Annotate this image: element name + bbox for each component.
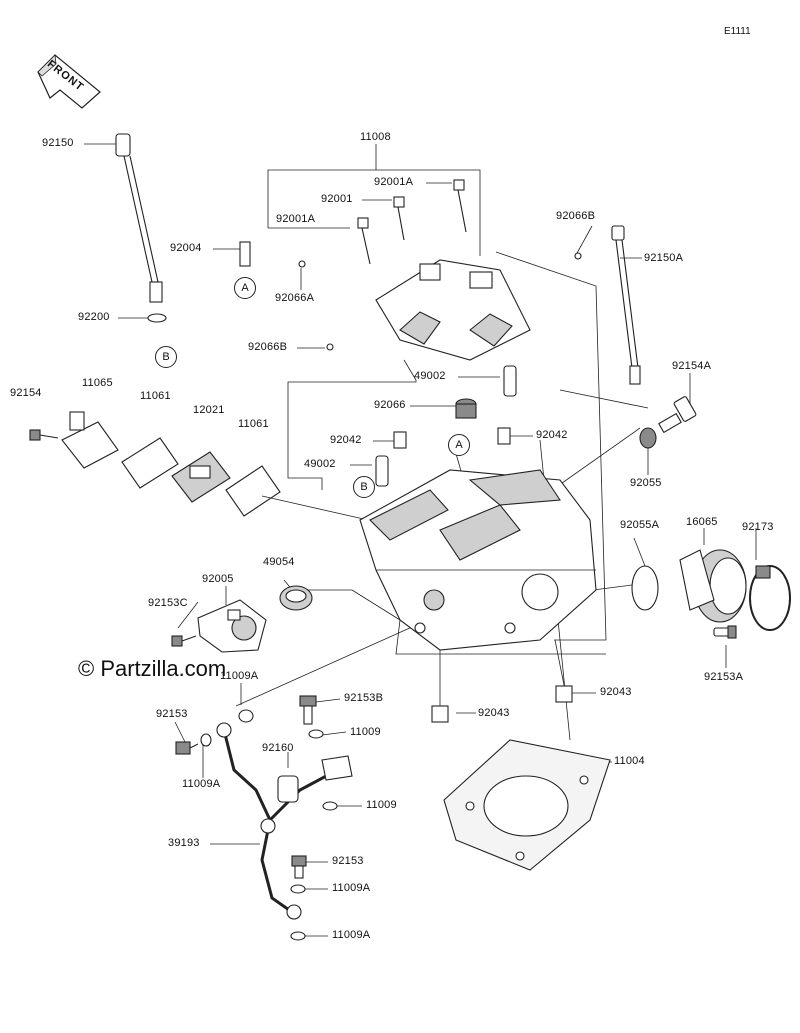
part-label-11009-a: 11009 [350, 726, 381, 738]
part-label-92043-right: 92043 [600, 686, 632, 698]
part-label-92055A: 92055A [620, 519, 660, 531]
diagram-code: E1111 [724, 26, 751, 37]
part-label-11009A-top: 11009A [220, 670, 259, 682]
part-label-39193: 39193 [168, 837, 200, 849]
part-label-11009A-left: 11009A [182, 778, 221, 790]
part-label-12021: 12021 [193, 404, 225, 416]
part-label-11061-a: 11061 [140, 390, 171, 402]
part-label-11004: 11004 [614, 755, 645, 767]
dowel-92066B-top [574, 252, 582, 260]
gasket-11061-a [121, 437, 179, 489]
camshaft-cap-11008 [375, 259, 531, 361]
long-bolt-92150 [115, 133, 163, 303]
dowel-92042-left [393, 431, 407, 449]
part-label-11009A-low: 11009A [332, 882, 371, 894]
part-label-11009-b: 11009 [366, 799, 397, 811]
ref-marker-b-left: B [155, 346, 177, 368]
part-label-92160: 92160 [262, 742, 294, 754]
breather-bolt-92154A [658, 396, 697, 434]
part-label-92055: 92055 [630, 477, 662, 489]
thermostat-cover-92005 [197, 599, 267, 653]
part-label-11065: 11065 [82, 377, 113, 389]
oring-92055 [639, 427, 657, 449]
valve-lifter-49002-mid [375, 455, 389, 487]
part-label-49002-mid: 49002 [304, 458, 336, 470]
part-label-92153B: 92153B [344, 692, 384, 704]
part-label-92153A: 92153A [704, 671, 744, 683]
part-label-92001: 92001 [321, 193, 353, 205]
intake-joint-16065 [679, 549, 747, 623]
dowel-92066A [298, 260, 306, 268]
part-label-92200: 92200 [78, 311, 110, 323]
bolt-92153C [171, 635, 197, 647]
front-arrow-icon [37, 54, 101, 109]
long-bolt-92150A [611, 225, 641, 385]
gasket-11061-b [225, 465, 281, 517]
part-label-92005: 92005 [202, 573, 234, 585]
banjo-bolt-92153B [299, 695, 317, 725]
reed-valve-cover-11065 [61, 411, 119, 469]
part-label-92001A-left: 92001A [276, 213, 316, 225]
part-label-92066A: 92066A [275, 292, 315, 304]
stud-92004 [239, 241, 251, 267]
thermostat-49054 [279, 585, 313, 611]
part-label-92153-bottom: 92153 [332, 855, 364, 867]
dowel-92043-mid [431, 705, 449, 723]
cylinder-head [359, 469, 597, 651]
banjo-bolt-92153-bottom [291, 855, 307, 879]
part-label-11008: 11008 [360, 131, 391, 143]
part-label-92042-left: 92042 [330, 434, 362, 446]
camshaft-cap-bolts [357, 179, 467, 265]
part-label-92150: 92150 [42, 137, 74, 149]
part-label-92001A-top: 92001A [374, 176, 414, 188]
bolt-92153A [713, 625, 737, 639]
part-label-92066B-left: 92066B [248, 341, 288, 353]
part-label-92042-right: 92042 [536, 429, 568, 441]
part-label-92154A: 92154A [672, 360, 712, 372]
part-label-92153-left: 92153 [156, 708, 188, 720]
washers-11009 [200, 709, 338, 941]
part-label-92150A: 92150A [644, 252, 684, 264]
clamp-92173 [749, 565, 791, 631]
dowel-92042-right [497, 427, 511, 445]
part-label-92043-mid: 92043 [478, 707, 510, 719]
dowel-92066B-left [326, 343, 334, 351]
part-label-92066B-top: 92066B [556, 210, 596, 222]
head-gasket-11004 [443, 739, 611, 871]
washer-92200 [147, 313, 167, 323]
collar-92160 [277, 775, 299, 803]
bolt-92154 [29, 429, 59, 441]
oil-pipe-39193 [216, 722, 353, 920]
part-label-92153C: 92153C [148, 597, 188, 609]
watermark: © Partzilla.com [78, 656, 227, 681]
part-label-92066: 92066 [374, 399, 406, 411]
ref-marker-b-mid: B [353, 476, 375, 498]
part-label-16065: 16065 [686, 516, 718, 528]
oring-92055A [631, 565, 659, 611]
part-label-11009A-bottom: 11009A [332, 929, 371, 941]
valve-lifter-49002-top [503, 365, 517, 397]
part-label-49054: 49054 [263, 556, 295, 568]
ref-marker-a-mid: A [448, 434, 470, 456]
banjo-bolt-92153-left [175, 741, 199, 755]
part-label-92004: 92004 [170, 242, 202, 254]
reed-valve-12021 [171, 451, 231, 503]
oil-seal-92066 [455, 398, 477, 419]
dowel-92043-right [555, 685, 573, 703]
part-label-11061-b: 11061 [238, 418, 269, 430]
part-label-49002-top: 49002 [414, 370, 446, 382]
part-label-92173: 92173 [742, 521, 774, 533]
part-label-92154: 92154 [10, 387, 42, 399]
ref-marker-a-top: A [234, 277, 256, 299]
